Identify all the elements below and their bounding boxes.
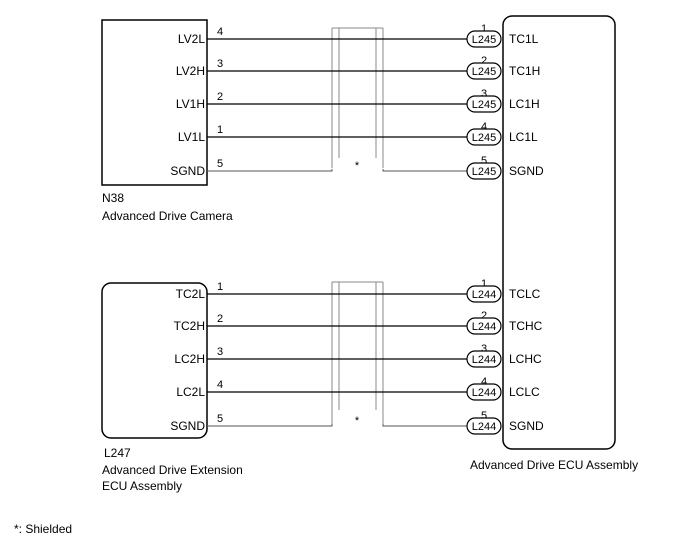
extension-ecu-pin-number: 2	[481, 310, 487, 322]
shield-top	[331, 27, 384, 168]
camera-ground-wire-right	[382, 169, 471, 172]
camera-pin-number: 4	[217, 26, 223, 38]
camera-ecu-label: TC1L	[509, 32, 539, 46]
camera-pin-number: 1	[217, 124, 223, 136]
extension-box	[101, 282, 208, 439]
extension-shield-mark: *	[355, 415, 360, 427]
camera-pin-label: LV1H	[176, 97, 205, 111]
extension-pin-label: LC2H	[174, 352, 205, 366]
extension-connector-code: L244	[472, 289, 496, 301]
extension-connector-code: L244	[472, 354, 496, 366]
extension-ground-wire-left	[207, 424, 333, 427]
camera-connector-oval	[466, 128, 502, 146]
camera-ecu-label: TC1H	[509, 64, 540, 78]
camera-ecu-pin-number: 4	[481, 121, 487, 133]
camera-connector-oval	[466, 62, 502, 80]
extension-connector-oval	[466, 383, 502, 401]
extension-pin-number: 1	[217, 281, 223, 293]
extension-ecu-label: TCHC	[509, 319, 543, 333]
camera-connector-code: L245	[472, 166, 496, 178]
extension-connector-code: L244	[472, 321, 496, 333]
extension-ground-wire-right	[382, 424, 471, 427]
camera-pin-label: SGND	[170, 164, 205, 178]
extension-ecu-label: LCHC	[509, 352, 542, 366]
extension-pin-label: SGND	[170, 419, 205, 433]
extension-pin-label: TC2H	[174, 319, 205, 333]
extension-name-line2: ECU Assembly	[102, 479, 182, 493]
camera-ecu-label: SGND	[509, 164, 544, 178]
extension-pin-label: LC2L	[176, 385, 205, 399]
extension-pin-label: TC2L	[176, 287, 206, 301]
extension-connector-oval	[466, 285, 502, 303]
camera-connector-oval	[466, 162, 502, 180]
camera-connector-code: L245	[472, 99, 496, 111]
camera-connector-code: L245	[472, 66, 496, 78]
camera-ecu-label: LC1L	[509, 130, 538, 144]
camera-box	[101, 19, 208, 186]
camera-shield-mark: *	[355, 160, 360, 172]
camera-pin-label: LV1L	[178, 130, 205, 144]
camera-ground-wire-left	[207, 169, 333, 172]
extension-connector-oval	[466, 350, 502, 368]
extension-connector-oval	[466, 417, 502, 435]
ecu-assembly-box	[502, 15, 616, 450]
extension-ecu-label: LCLC	[509, 385, 540, 399]
extension-code: L247	[104, 446, 131, 460]
camera-connector-oval	[466, 95, 502, 113]
extension-connector-code: L244	[472, 421, 496, 433]
extension-connector-code: L244	[472, 387, 496, 399]
camera-pin-number: 3	[217, 58, 223, 70]
camera-connector-code: L245	[472, 34, 496, 46]
extension-pin-number: 3	[217, 346, 223, 358]
shield-bottom	[331, 281, 384, 424]
extension-connector-oval	[466, 317, 502, 335]
extension-name-line1: Advanced Drive Extension	[102, 463, 243, 477]
extension-ecu-pin-number: 5	[481, 410, 487, 422]
camera-ecu-pin-number: 3	[481, 88, 487, 100]
extension-ecu-pin-number: 3	[481, 343, 487, 355]
camera-pin-number: 5	[217, 158, 223, 170]
extension-ecu-pin-number: 1	[481, 278, 487, 290]
camera-pin-label: LV2H	[176, 64, 205, 78]
camera-pin-label: LV2L	[178, 32, 205, 46]
extension-ecu-label: SGND	[509, 419, 544, 433]
camera-ecu-pin-number: 5	[481, 155, 487, 167]
footnote: *: Shielded	[14, 522, 72, 536]
camera-pin-number: 2	[217, 91, 223, 103]
extension-pin-number: 5	[217, 413, 223, 425]
extension-ecu-pin-number: 4	[481, 376, 487, 388]
extension-pin-number: 4	[217, 379, 223, 391]
ecu-name: Advanced Drive ECU Assembly	[470, 458, 638, 472]
camera-ecu-pin-number: 1	[481, 23, 487, 35]
camera-ecu-label: LC1H	[509, 97, 540, 111]
camera-ecu-pin-number: 2	[481, 55, 487, 67]
extension-pin-number: 2	[217, 313, 223, 325]
extension-ecu-label: TCLC	[509, 287, 541, 301]
camera-connector-oval	[466, 30, 502, 48]
camera-connector-code: L245	[472, 132, 496, 144]
camera-code: N38	[102, 191, 124, 205]
camera-name: Advanced Drive Camera	[102, 209, 233, 223]
